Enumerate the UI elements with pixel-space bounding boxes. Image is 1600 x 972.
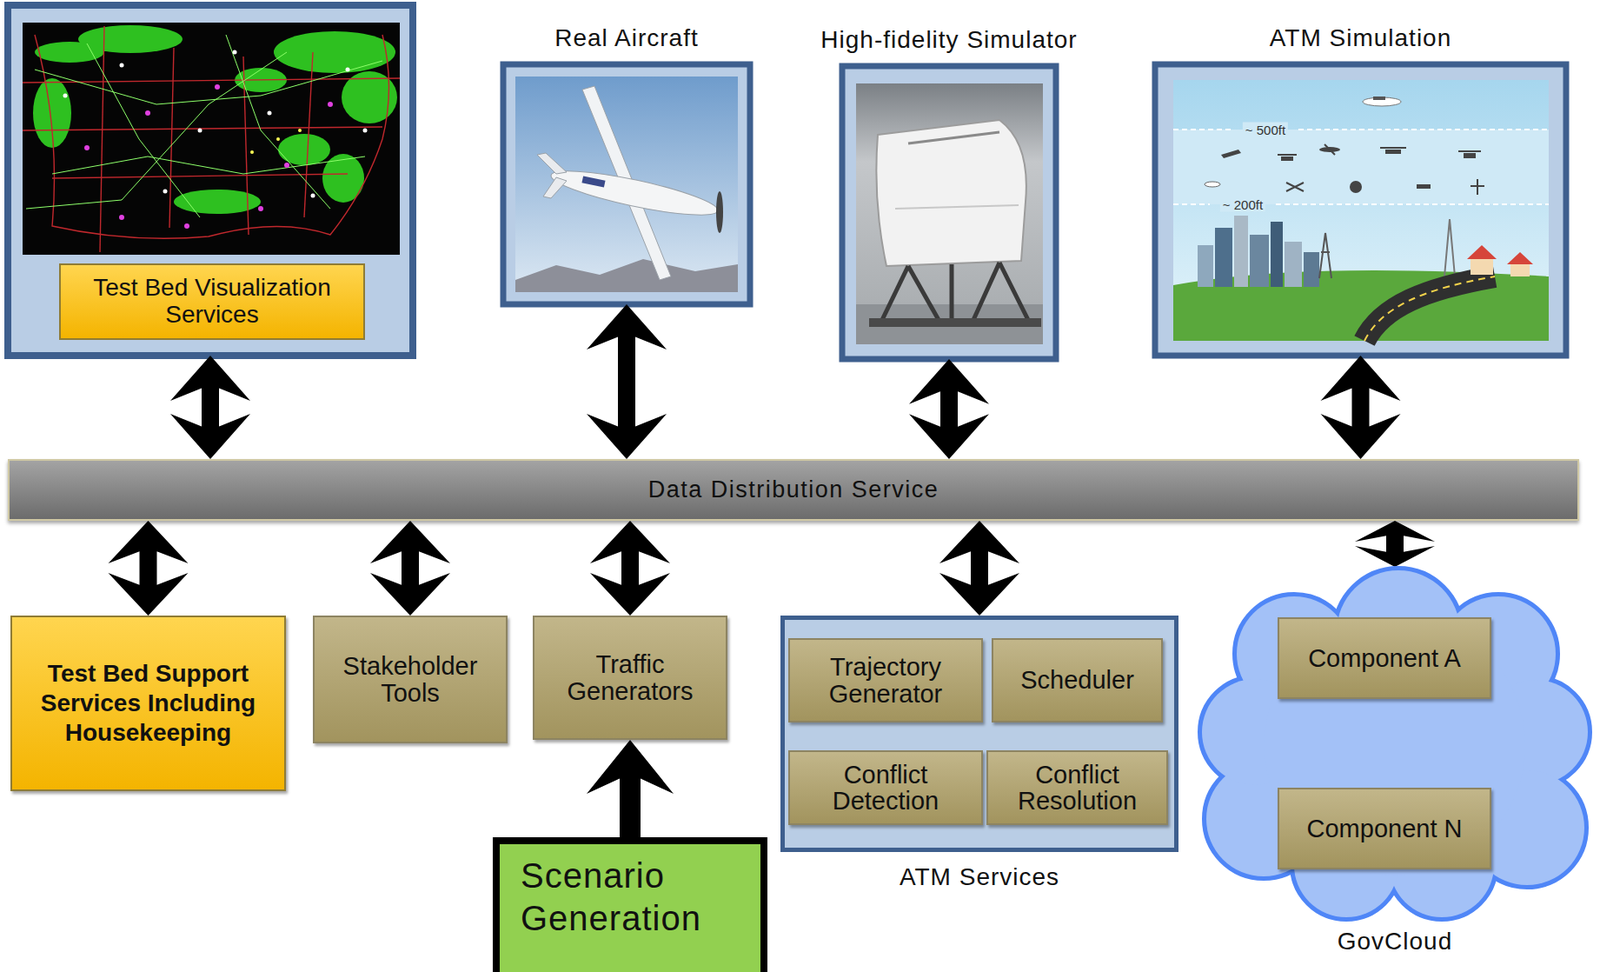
box-label: Component A (1307, 644, 1461, 671)
box-label: Scenario Generation (520, 854, 744, 940)
panel-heading: Real Aircraft (554, 24, 699, 53)
double-arrow (939, 520, 1020, 616)
box-label: Component N (1307, 815, 1463, 842)
group-heading: GovCloud (1337, 927, 1454, 956)
simulator-photo (842, 66, 1056, 359)
group-heading: ATM Services (899, 863, 1060, 891)
box-label: Conflict Detection (790, 761, 982, 815)
service-box: Trajectory Generator (788, 637, 983, 723)
atm-simulation-panel: ATM Simulation (1155, 64, 1567, 356)
double-arrow (108, 520, 189, 616)
box-label: Test Bed Support Services Including Hous… (12, 658, 285, 748)
aircraft-panel: Real Aircraft (503, 64, 751, 305)
service-box: Conflict Detection (788, 750, 983, 825)
scenario-box: Scenario Generation (492, 836, 768, 972)
double-arrow (1321, 355, 1401, 459)
altitude-label: ~ 200ft (1220, 197, 1266, 213)
panel-heading: ATM Simulation (1269, 24, 1453, 53)
airspace-illustration (1155, 64, 1567, 356)
services-group: ATM ServicesTrajectory GeneratorSchedule… (780, 615, 1179, 852)
double-arrow (370, 520, 451, 616)
box-label: Conflict Resolution (988, 761, 1167, 815)
double-arrow (909, 358, 990, 459)
double-arrow (590, 520, 671, 616)
support-box: Test Bed Support Services Including Hous… (10, 615, 286, 791)
box-label: Stakeholder Tools (314, 652, 506, 706)
arrow (586, 739, 674, 837)
cloud-shape: GovCloudComponent AComponent N (1198, 566, 1592, 917)
tool-box: Stakeholder Tools (312, 615, 508, 744)
component-box: Component A (1277, 617, 1492, 699)
simulator-panel: High-fidelity Simulator (842, 66, 1056, 359)
panel-label: Test Bed Visualization Services (59, 263, 366, 340)
box-label: Scheduler (1020, 666, 1135, 693)
component-box: Component N (1277, 787, 1492, 870)
double-arrow (170, 355, 251, 459)
double-arrow (586, 304, 667, 459)
double-arrow (1354, 520, 1435, 567)
box-label: Traffic Generators (534, 650, 726, 704)
data-bus-band: Data Distribution Service (7, 458, 1580, 521)
panel-heading: High-fidelity Simulator (820, 26, 1077, 54)
service-box: Scheduler (991, 637, 1163, 723)
service-box: Conflict Resolution (986, 750, 1169, 825)
box-label: Trajectory Generator (790, 653, 982, 707)
aircraft-photo (503, 64, 751, 305)
generator-box: Traffic Generators (532, 615, 728, 740)
map-panel (7, 5, 413, 356)
box-label: Data Distribution Service (648, 476, 940, 504)
visualization-panel: Test Bed Visualization Services (7, 5, 413, 356)
altitude-label: ~ 500ft (1242, 122, 1288, 138)
